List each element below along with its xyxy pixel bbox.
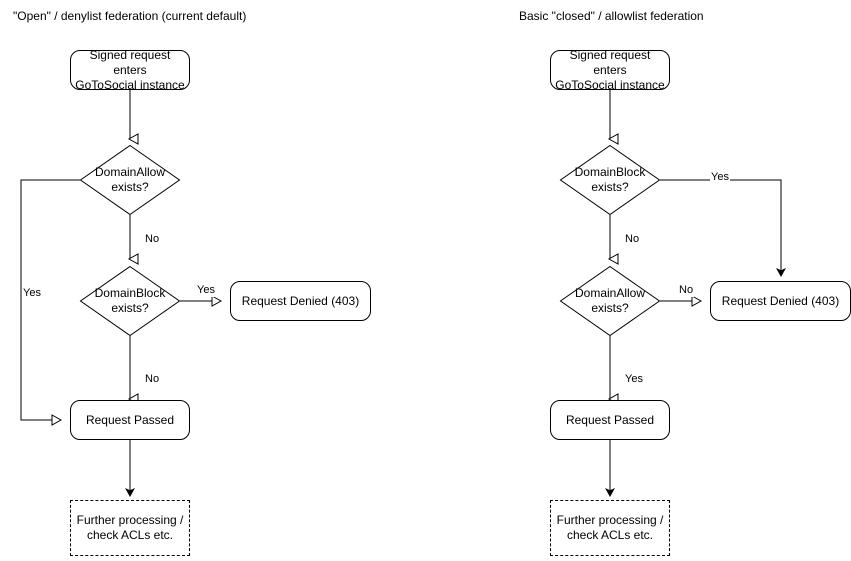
edge-label-left-block-no: No: [144, 373, 161, 386]
edge-right-block-yes: [660, 179, 786, 277]
start-node-right-label: Signed request enters GoToSocial instanc…: [555, 47, 665, 92]
request-denied-node-left: Request Denied (403): [230, 281, 371, 321]
request-denied-node-right: Request Denied (403): [710, 281, 851, 321]
further-processing-node-right: Further processing / check ACLs etc.: [550, 500, 670, 556]
request-denied-node-right-label: Request Denied (403): [721, 293, 840, 308]
decision-domainallow-right: DomainAllow exists?: [559, 265, 661, 337]
decision-domainblock-left: DomainBlock exists?: [79, 265, 181, 337]
edge-label-right-allow-no: No: [678, 284, 695, 297]
edge-label-left-allow-yes: Yes: [22, 287, 42, 300]
edge-label-right-block-yes: Yes: [710, 171, 730, 184]
request-passed-node-left: Request Passed: [70, 400, 190, 440]
edge-label-right-block-no: No: [624, 233, 641, 246]
further-processing-node-left: Further processing / check ACLs etc.: [70, 500, 190, 556]
request-passed-node-right-label: Request Passed: [565, 412, 655, 427]
edge-label-right-allow-yes: Yes: [624, 373, 644, 386]
decision-domainallow-left: DomainAllow exists?: [79, 144, 181, 216]
request-denied-node-left-label: Request Denied (403): [241, 293, 360, 308]
edge-label-left-block-yes: Yes: [196, 284, 216, 297]
request-passed-node-right: Request Passed: [550, 400, 670, 440]
diagram-title-open-denylist: "Open" / denylist federation (current de…: [13, 9, 247, 23]
further-processing-node-right-label: Further processing / check ACLs etc.: [556, 513, 664, 542]
start-node-right: Signed request enters GoToSocial instanc…: [550, 47, 670, 92]
diagram-title-closed-allowlist: Basic "closed" / allowlist federation: [519, 9, 704, 23]
request-passed-node-left-label: Request Passed: [85, 412, 175, 427]
edge-left-allow-yes: [20, 179, 80, 426]
start-node-left-label: Signed request enters GoToSocial instanc…: [75, 47, 185, 92]
edge-label-left-allow-no: No: [144, 233, 161, 246]
further-processing-node-left-label: Further processing / check ACLs etc.: [76, 513, 184, 542]
start-node-left: Signed request enters GoToSocial instanc…: [70, 47, 190, 92]
decision-domainblock-right: DomainBlock exists?: [559, 144, 661, 216]
